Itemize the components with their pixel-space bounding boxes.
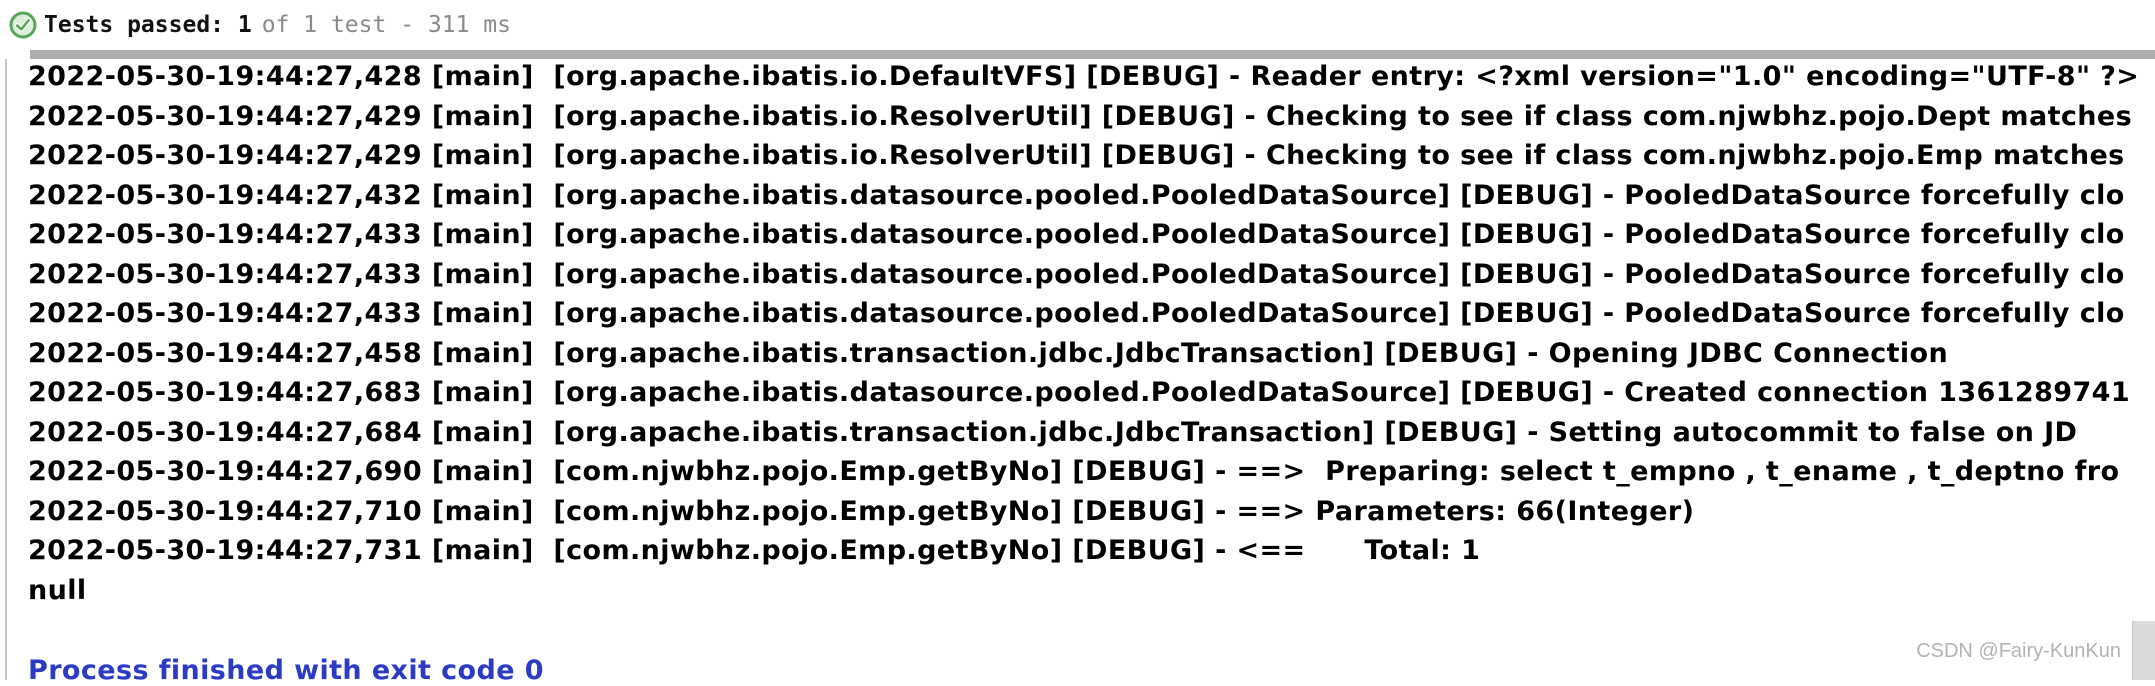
- console-gutter-divider: [5, 59, 7, 680]
- log-line: 2022-05-30-19:44:27,710 [main] [com.njwb…: [28, 495, 1695, 527]
- process-finished-line: Process finished with exit code 0: [28, 655, 544, 686]
- log-line: 2022-05-30-19:44:27,429 [main] [org.apac…: [28, 100, 2133, 132]
- tests-passed-check-icon: [9, 11, 37, 39]
- log-line: 2022-05-30-19:44:27,433 [main] [org.apac…: [28, 298, 2125, 329]
- log-line: 2022-05-30-19:44:27,731 [main] [com.njwb…: [28, 535, 1481, 566]
- log-line: 2022-05-30-19:44:27,432 [main] [org.apac…: [28, 179, 2125, 211]
- log-line-null-result: null: [28, 574, 87, 606]
- log-line: 2022-05-30-19:44:27,683 [main] [org.apac…: [28, 377, 2131, 408]
- horizontal-scrollbar[interactable]: [30, 50, 2155, 59]
- tests-summary-label: of 1 test - 311 ms: [261, 12, 511, 38]
- log-line: 2022-05-30-19:44:27,433 [main] [org.apac…: [28, 258, 2125, 290]
- console-output: 2022-05-30-19:44:27,428 [main] [org.apac…: [0, 57, 2155, 680]
- log-line: 2022-05-30-19:44:27,458 [main] [org.apac…: [28, 337, 1949, 369]
- log-line: 2022-05-30-19:44:27,684 [main] [org.apac…: [28, 416, 2078, 448]
- log-line: 2022-05-30-19:44:27,690 [main] [com.njwb…: [28, 456, 2120, 487]
- log-line: 2022-05-30-19:44:27,433 [main] [org.apac…: [28, 219, 2125, 250]
- log-line: 2022-05-30-19:44:27,428 [main] [org.apac…: [28, 61, 2140, 92]
- vertical-scrollbar-thumb[interactable]: [2132, 621, 2155, 680]
- log-line: 2022-05-30-19:44:27,429 [main] [org.apac…: [28, 140, 2125, 171]
- test-status-bar: Tests passed: 1 of 1 test - 311 ms: [0, 0, 2155, 50]
- csdn-watermark: CSDN @Fairy-KunKun: [1916, 640, 2121, 662]
- tests-passed-label: Tests passed: 1: [44, 12, 252, 38]
